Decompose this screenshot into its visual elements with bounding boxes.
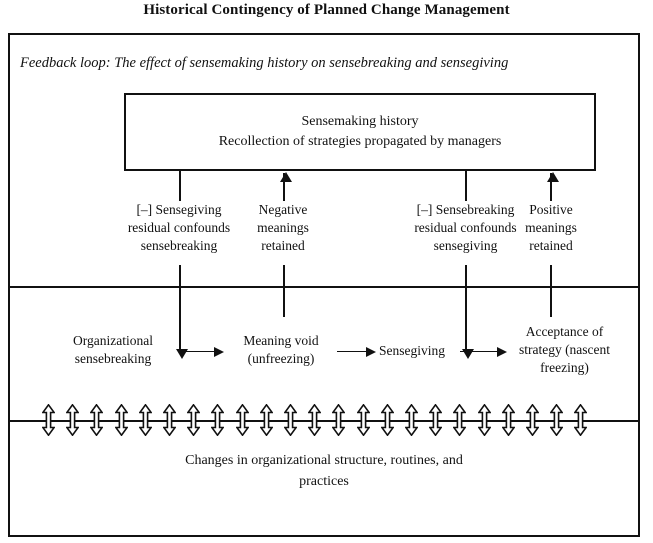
bidirectional-arrow	[477, 404, 491, 436]
sensemaking-history-box: Sensemaking history Recollection of stra…	[124, 93, 596, 171]
bidirectional-arrow	[429, 404, 443, 436]
connector-arrow-sensebreaking-residual	[462, 287, 474, 359]
bidirectional-arrow	[259, 404, 273, 436]
page-title: Historical Contingency of Planned Change…	[143, 2, 510, 18]
node-label-line2: sensebreaking	[74, 351, 152, 367]
node-label-line1: Acceptance of	[525, 324, 604, 339]
bidirectional-arrow	[66, 404, 80, 436]
connector-label-line2: meanings	[525, 220, 577, 236]
node-label-line1: Organizational	[73, 333, 153, 348]
flow-arrow-3	[460, 347, 507, 357]
node-sensegiving: Sensegiving	[367, 342, 457, 360]
bidirectional-arrow	[574, 404, 588, 436]
node-meaning-void: Meaning void (unfreezing)	[225, 332, 337, 368]
connector-line-sensebreaking-residual-lower	[465, 265, 467, 287]
sensemaking-history-line2: Recollection of strategies propagated by…	[218, 134, 502, 149]
bidirectional-arrow	[453, 404, 467, 436]
node-label-line2: (unfreezing)	[247, 351, 315, 367]
connector-label-line1: Positive	[529, 202, 573, 217]
diagram-frame: Feedback loop: The effect of sensemaking…	[8, 33, 640, 537]
bidirectional-arrow	[356, 404, 370, 436]
connector-arrow-positive-meanings	[547, 172, 559, 201]
connector-label-sensegiving-residual: [–] Sensegiving residual confounds sense…	[94, 201, 264, 256]
bidirectional-arrow	[235, 404, 249, 436]
connector-label-line3: sensegiving	[433, 238, 498, 254]
connector-label-line1: [–] Sensebreaking	[416, 202, 515, 217]
node-label-line1: Meaning void	[243, 333, 319, 348]
node-label-line3: freezing)	[540, 360, 589, 376]
flow-arrow-1	[185, 347, 224, 357]
connector-label-line3: retained	[261, 238, 305, 254]
connector-label-line3: sensebreaking	[140, 238, 218, 254]
bidirectional-arrow	[90, 404, 104, 436]
divider-lower	[10, 420, 638, 422]
bidirectional-arrow	[332, 404, 346, 436]
connector-line-negative-meanings-tail	[283, 287, 285, 317]
connector-line-sensegiving-residual-upper	[179, 171, 181, 201]
connector-arrow-sensegiving-residual	[176, 287, 188, 359]
flow-arrow-2	[337, 347, 376, 357]
bidirectional-arrow	[42, 404, 55, 436]
bidirectional-arrow	[114, 404, 128, 436]
connector-label-line1: [–] Sensegiving	[136, 202, 222, 217]
node-label-line1: Sensegiving	[379, 343, 445, 358]
node-organizational-sensebreaking: Organizational sensebreaking	[48, 332, 178, 368]
bidirectional-arrow	[138, 404, 152, 436]
connector-line-sensebreaking-residual-upper	[465, 171, 467, 201]
connector-arrow-negative-meanings	[280, 172, 292, 201]
connector-label-line1: Negative	[258, 202, 308, 217]
connector-label-line2: residual confounds	[414, 220, 517, 236]
connector-label-positive-meanings: Positive meanings retained	[492, 201, 610, 256]
connector-label-line2: residual confounds	[127, 220, 231, 236]
divider-upper	[10, 286, 638, 288]
connector-label-line3: retained	[529, 238, 573, 254]
connector-label-line2: meanings	[257, 220, 309, 236]
bidirectional-arrow	[211, 404, 225, 436]
connector-line-positive-meanings-lower	[550, 265, 552, 287]
connector-line-negative-meanings-lower	[283, 265, 285, 287]
connector-line-sensegiving-residual-lower	[179, 265, 181, 287]
connector-label-negative-meanings: Negative meanings retained	[223, 201, 343, 256]
bidirectional-arrow	[380, 404, 394, 436]
bidirectional-arrow	[550, 404, 564, 436]
feedback-loop-caption: Feedback loop: The effect of sensemaking…	[20, 55, 509, 71]
bidirectional-arrow	[187, 404, 201, 436]
bidirectional-arrow	[501, 404, 515, 436]
bottom-box-line1: Changes in organizational structure, rou…	[185, 453, 463, 468]
connector-label-sensebreaking-residual: [–] Sensebreaking residual confounds sen…	[378, 201, 553, 256]
bidirectional-arrow	[308, 404, 322, 436]
connector-line-positive-meanings-tail	[550, 287, 552, 317]
bidirectional-arrow	[163, 404, 176, 436]
bidirectional-arrow	[284, 404, 297, 436]
node-acceptance-of-strategy: Acceptance of strategy (nascent freezing…	[497, 323, 632, 378]
bottom-box-text: Changes in organizational structure, rou…	[10, 450, 638, 492]
bidirectional-arrow	[405, 404, 418, 436]
bottom-box-line2: practices	[299, 474, 349, 489]
sensemaking-history-line1: Sensemaking history	[301, 113, 419, 129]
bidirectional-arrow	[526, 404, 539, 436]
node-label-line2: strategy (nascent	[518, 342, 611, 358]
